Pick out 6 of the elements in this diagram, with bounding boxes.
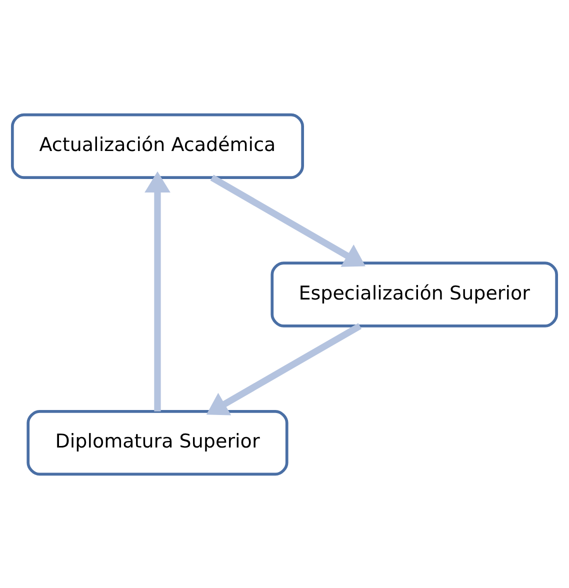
arrow <box>210 174 366 266</box>
node-box: Actualización Académica <box>11 112 304 179</box>
node-box: Diplomatura Superior <box>26 409 288 476</box>
node-box: Especialización Superior <box>270 261 558 327</box>
arrow <box>144 170 170 411</box>
arrow <box>206 322 362 415</box>
